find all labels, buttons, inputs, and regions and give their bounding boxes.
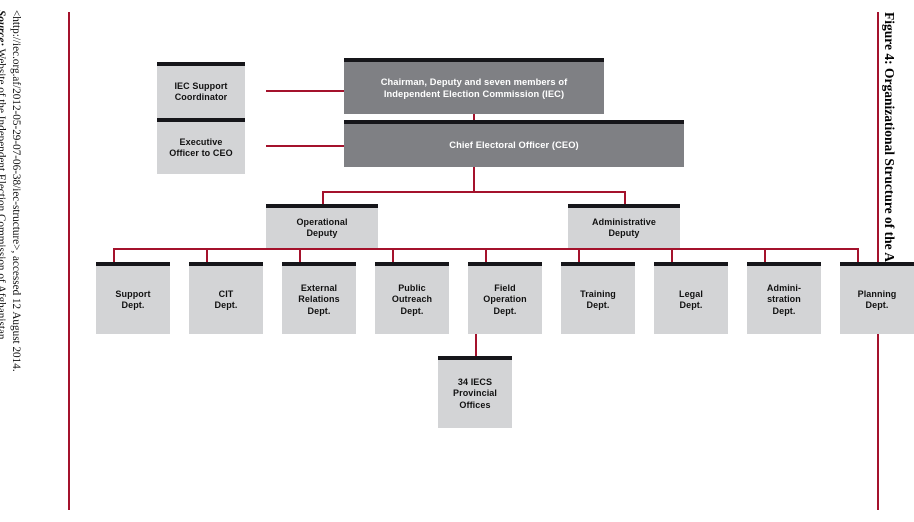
right-red-rule [877, 12, 879, 510]
connector-drop-operational-deputy [322, 191, 324, 205]
connector-drop-dept-3 [299, 248, 301, 262]
node-dept-cit-label: CIT Dept. [214, 288, 238, 311]
node-ceo[interactable]: Chief Electoral Officer (CEO) [344, 120, 684, 167]
node-operational-deputy[interactable]: Operational Deputy [266, 204, 378, 248]
connector-field-to-provincial [475, 334, 477, 356]
node-administrative-deputy-label: Administrative Deputy [592, 216, 656, 239]
node-dept-training[interactable]: Training Dept. [561, 262, 635, 334]
node-commission[interactable]: Chairman, Deputy and seven members of In… [344, 58, 604, 114]
connector-drop-administrative-deputy [624, 191, 626, 205]
connector-ceo-drop [473, 167, 475, 192]
node-dept-public-outreach-label: Public Outreach Dept. [391, 282, 433, 316]
node-operational-deputy-label: Operational Deputy [296, 216, 348, 239]
node-dept-field-operation-label: Field Operation Dept. [483, 282, 527, 316]
node-executive-officer-label: Executive Officer to CEO [169, 136, 233, 159]
connector-drop-dept-7 [671, 248, 673, 262]
node-provincial-offices[interactable]: 34 IECS Provincial Offices [438, 356, 512, 428]
connector-drop-dept-1 [113, 248, 115, 262]
node-dept-planning-label: Planning Dept. [857, 288, 897, 311]
org-chart: IEC Support Coordinator Executive Office… [76, 14, 914, 508]
node-dept-cit[interactable]: CIT Dept. [189, 262, 263, 334]
node-dept-administration[interactable]: Admini- stration Dept. [747, 262, 821, 334]
node-dept-external-relations-label: External Relations Dept. [298, 282, 340, 316]
node-dept-legal[interactable]: Legal Dept. [654, 262, 728, 334]
node-ceo-label: Chief Electoral Officer (CEO) [449, 140, 579, 151]
node-dept-training-label: Training Dept. [580, 288, 616, 311]
left-red-rule [68, 12, 70, 510]
connector-drop-dept-4 [392, 248, 394, 262]
node-dept-support-label: Support Dept. [115, 288, 151, 311]
node-support-coordinator-label: IEC Support Coordinator [174, 80, 228, 103]
node-dept-legal-label: Legal Dept. [678, 288, 703, 311]
node-dept-planning[interactable]: Planning Dept. [840, 262, 914, 334]
node-commission-label: Chairman, Deputy and seven members of In… [380, 76, 568, 100]
connector-executive-to-ceo [266, 145, 344, 147]
connector-drop-dept-9 [857, 248, 859, 262]
node-dept-administration-label: Admini- stration Dept. [766, 282, 802, 316]
connector-drop-dept-2 [206, 248, 208, 262]
connector-support-to-commission [266, 90, 344, 92]
node-dept-field-operation[interactable]: Field Operation Dept. [468, 262, 542, 334]
connector-drop-dept-5 [485, 248, 487, 262]
node-executive-officer[interactable]: Executive Officer to CEO [157, 118, 245, 174]
source-label: Source: [0, 10, 7, 47]
node-dept-public-outreach[interactable]: Public Outreach Dept. [375, 262, 449, 334]
node-administrative-deputy[interactable]: Administrative Deputy [568, 204, 680, 248]
node-dept-external-relations[interactable]: External Relations Dept. [282, 262, 356, 334]
node-dept-support[interactable]: Support Dept. [96, 262, 170, 334]
connector-drop-dept-6 [578, 248, 580, 262]
connector-drop-dept-8 [764, 248, 766, 262]
source-line2: <http://iec.org.af/2012-05-29-07-06-38/i… [10, 10, 22, 372]
source-line1: Website of the Independent Election Comm… [0, 48, 7, 343]
node-provincial-offices-label: 34 IECS Provincial Offices [452, 376, 498, 410]
connector-deputy-bus [322, 191, 625, 193]
node-support-coordinator[interactable]: IEC Support Coordinator [157, 62, 245, 118]
